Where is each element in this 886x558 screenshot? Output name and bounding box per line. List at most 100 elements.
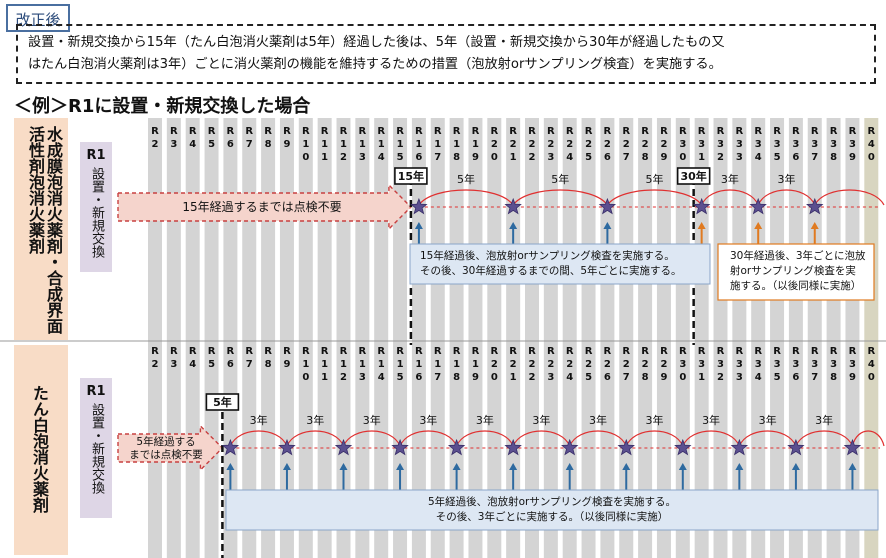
col-label-R4-p2-0: R [189, 346, 197, 357]
col-label-R35-p1-0: R [773, 126, 781, 137]
col-label-R6-p2-0: R [227, 346, 235, 357]
col-label-R24-p1-1: 2 [566, 139, 573, 150]
col-label-R25-p2-1: 2 [585, 359, 592, 370]
panel2-note-line-0: 5年経過後、泡放射orサンプリング検査を実施する。 [428, 495, 676, 508]
panel2-star-3 [391, 438, 409, 456]
col-label-R29-p1-2: 9 [660, 152, 667, 163]
col-label-R28-p1-0: R [641, 126, 649, 137]
col-label-R18-p2-0: R [453, 346, 461, 357]
col-label-R34-p1-2: 4 [755, 152, 762, 163]
panel1-interval-1: 5年 [551, 172, 569, 186]
panel2-star-1 [278, 438, 296, 456]
col-label-R2-p1-0: R [151, 126, 159, 137]
panel2-arrow-up-6-head [565, 463, 574, 470]
panel1-box-30 [676, 167, 711, 185]
panel1-note-orange-line-2: 施する。（以後同様に実施） [730, 279, 861, 292]
panel1-arrow-up-4-head [754, 222, 763, 229]
panel1-arrow-up-0-head [414, 222, 423, 229]
col-label-R21-p1-1: 2 [510, 139, 517, 150]
col-label-R11-p1-0: R [321, 126, 329, 137]
col-label-R16-p1-0: R [415, 126, 423, 137]
col-label-R20-p1-2: 0 [491, 152, 498, 163]
panel1-note-orange-line-0: 30年経過後、3年ごとに泡放 [730, 249, 866, 262]
col-label-R34-p1-1: 3 [755, 139, 762, 150]
col-label-R3-p2-1: 3 [170, 359, 177, 370]
panel1-star-2 [598, 197, 617, 215]
summary-line-1: 設置・新規交換から15年（たん白泡消火薬剤は5年）経過した後は、5年（設置・新規… [28, 35, 725, 50]
col-label-R23-p1-0: R [547, 126, 555, 137]
col-label-R18-p1-0: R [453, 126, 461, 137]
panel1-note-orange [717, 243, 875, 301]
col-label-R40-p2-2: 0 [868, 372, 875, 383]
stripe-R8 [261, 118, 276, 558]
col-label-R11-p2-0: R [321, 346, 329, 357]
col-label-R10-p2-0: R [302, 346, 310, 357]
col-label-R4-p1-0: R [189, 126, 197, 137]
col-label-R40-p2-1: 4 [868, 359, 875, 370]
col-label-R36-p2-2: 6 [792, 372, 799, 383]
col-label-R6-p1-1: 6 [227, 139, 234, 150]
col-label-R22-p2-1: 2 [529, 359, 536, 370]
col-label-R28-p2-2: 8 [642, 372, 649, 383]
col-label-R38-p2-1: 3 [830, 359, 837, 370]
col-label-R13-p1-1: 1 [359, 139, 366, 150]
panel2-arc-1 [286, 430, 345, 447]
col-label-R14-p2-2: 4 [378, 372, 385, 383]
col-label-R29-p2-1: 2 [660, 359, 667, 370]
col-label-R34-p1-0: R [754, 126, 762, 137]
col-label-R19-p1-1: 1 [472, 139, 479, 150]
col-label-R8-p1-1: 8 [265, 139, 272, 150]
example-heading: ＜例＞R1に設置・新規交換した場合 [14, 96, 311, 117]
col-label-R23-p1-1: 2 [547, 139, 554, 150]
panel2-interval-6: 3年 [589, 413, 607, 427]
panel1-interval-2: 5年 [646, 172, 664, 186]
col-label-R27-p1-2: 7 [623, 152, 630, 163]
col-label-R39-p1-2: 9 [849, 152, 856, 163]
col-label-R20-p2-1: 2 [491, 359, 498, 370]
stripe-R35 [770, 118, 785, 558]
col-label-R9-p1-1: 9 [283, 139, 290, 150]
col-label-R15-p1-1: 1 [397, 139, 404, 150]
col-label-R25-p1-2: 5 [585, 152, 592, 163]
panel1-r1-text: 設置・新規交換 [89, 167, 104, 258]
col-label-R24-p2-0: R [566, 346, 574, 357]
panel1-interval-3: 3年 [721, 172, 739, 186]
col-label-R38-p1-2: 8 [830, 152, 837, 163]
panel2-interval-2: 3年 [363, 413, 381, 427]
panel2-star-2 [334, 438, 353, 456]
panel2-box-5 [205, 393, 240, 411]
panel2-interval-7: 3年 [646, 413, 664, 427]
col-label-R26-p1-2: 6 [604, 152, 611, 163]
panel2-star-9 [730, 438, 749, 456]
col-label-R3-p2-0: R [170, 346, 178, 357]
col-label-R10-p1-1: 1 [302, 139, 309, 150]
panel2-arrow-up-7-head [622, 463, 631, 470]
col-label-R30-p1-1: 3 [679, 139, 686, 150]
stripe-R3 [166, 118, 181, 558]
col-label-R12-p2-0: R [340, 346, 348, 357]
panel2-arrow-up-2-head [339, 463, 348, 470]
col-label-R33-p1-2: 3 [736, 152, 743, 163]
col-label-R2-p1-1: 2 [152, 139, 159, 150]
col-label-R38-p1-1: 3 [830, 139, 837, 150]
col-label-R7-p1-0: R [245, 126, 253, 137]
panel1-big-arrow [117, 183, 412, 231]
panel2-star-10 [787, 438, 805, 456]
col-label-R19-p1-2: 9 [472, 152, 479, 163]
col-label-R12-p1-2: 2 [340, 152, 347, 163]
col-label-R17-p2-1: 1 [434, 359, 441, 370]
panel2-arrow-up-0-head [226, 463, 235, 470]
panel2-interval-0: 3年 [250, 413, 268, 427]
col-label-R39-p1-1: 3 [849, 139, 856, 150]
col-label-R33-p2-0: R [735, 346, 743, 357]
col-label-R23-p1-2: 3 [547, 152, 554, 163]
panel1-arc-tail [814, 189, 885, 206]
panel2-arrow-up-3-head [396, 463, 405, 470]
col-label-R16-p1-2: 6 [415, 152, 422, 163]
col-label-R21-p1-0: R [509, 126, 517, 137]
col-label-R17-p2-2: 7 [434, 372, 441, 383]
col-label-R13-p2-2: 3 [359, 372, 366, 383]
col-label-R32-p1-1: 3 [717, 139, 724, 150]
col-label-R30-p1-0: R [679, 126, 687, 137]
col-label-R13-p2-0: R [358, 346, 366, 357]
